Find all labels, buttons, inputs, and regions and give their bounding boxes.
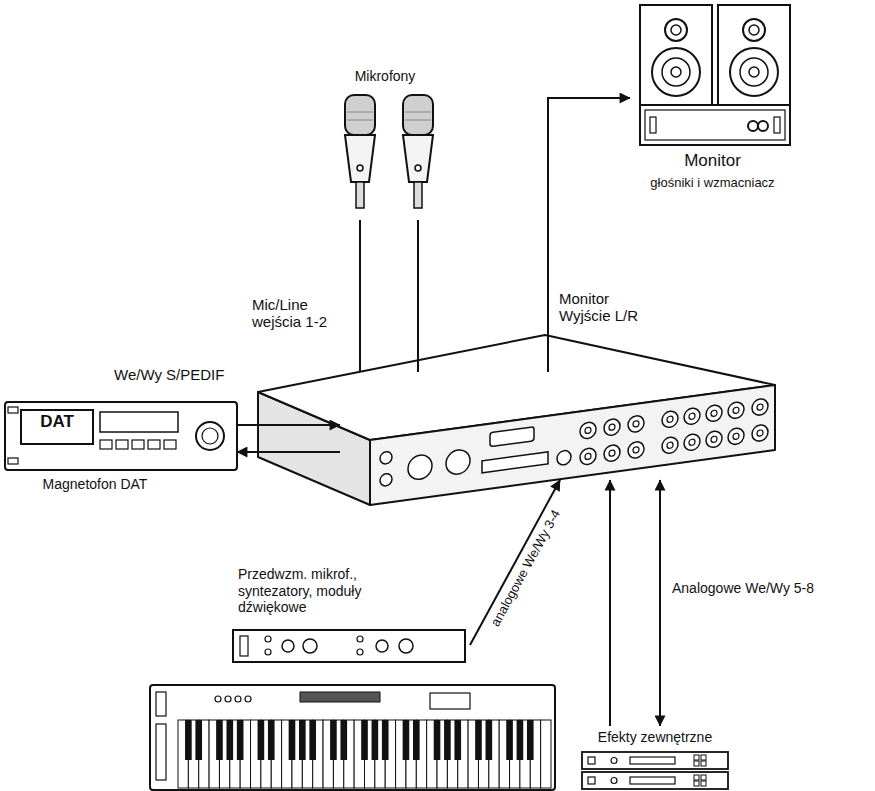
preamp-group: Przedwzm. mikrof., syntezatory, moduły d… <box>230 566 470 666</box>
effects-unit <box>582 752 728 769</box>
node-title: Przedwzm. mikrof., syntezatory, moduły d… <box>238 566 403 616</box>
node-subtitle: Magnetofon DAT <box>10 476 180 493</box>
keyboard <box>150 685 555 790</box>
microphone <box>345 95 375 208</box>
connection-label: Analogowe We/Wy 5-8 <box>670 580 816 596</box>
microphone <box>403 95 433 208</box>
node-title: Monitor <box>630 151 795 171</box>
node-title: Mikrofony <box>320 68 450 85</box>
connector-arrow <box>237 451 340 453</box>
effects-unit <box>582 772 728 789</box>
node-title: Efekty zewnętrzne <box>580 729 730 746</box>
speaker <box>640 5 712 105</box>
connector-arrow <box>609 480 611 726</box>
connection-label: Monitor Wyjście L/R <box>557 290 656 325</box>
audio-interface <box>258 335 775 505</box>
connector-arrow <box>470 480 560 645</box>
speaker <box>718 5 790 105</box>
audio-interface <box>340 372 777 480</box>
node-subtitle: głośniki i wzmacniacz <box>630 175 795 190</box>
preamp-rack <box>233 630 465 662</box>
dat-recorder <box>5 402 237 470</box>
microphones: Mikrofony <box>320 68 450 220</box>
connection-label: We/Wy S/PEDIF <box>112 366 226 383</box>
connector-arrow <box>548 98 630 372</box>
dat-recorder: DAT Magnetofon DAT <box>5 400 237 502</box>
connector-arrow <box>359 220 361 372</box>
monitor-speakers: Monitor głośniki i wzmacniacz <box>630 5 795 197</box>
amplifier <box>640 105 790 145</box>
external-effects: Efekty zewnętrzne <box>580 726 730 790</box>
connection-label: analogowe We/Wy 3-4 <box>488 506 565 631</box>
connector-arrow <box>659 480 661 726</box>
node-title: DAT <box>23 412 91 432</box>
mic-cable <box>417 220 419 372</box>
connector-arrow <box>237 424 340 426</box>
connection-label: Mic/Line wejścia 1-2 <box>250 296 349 331</box>
